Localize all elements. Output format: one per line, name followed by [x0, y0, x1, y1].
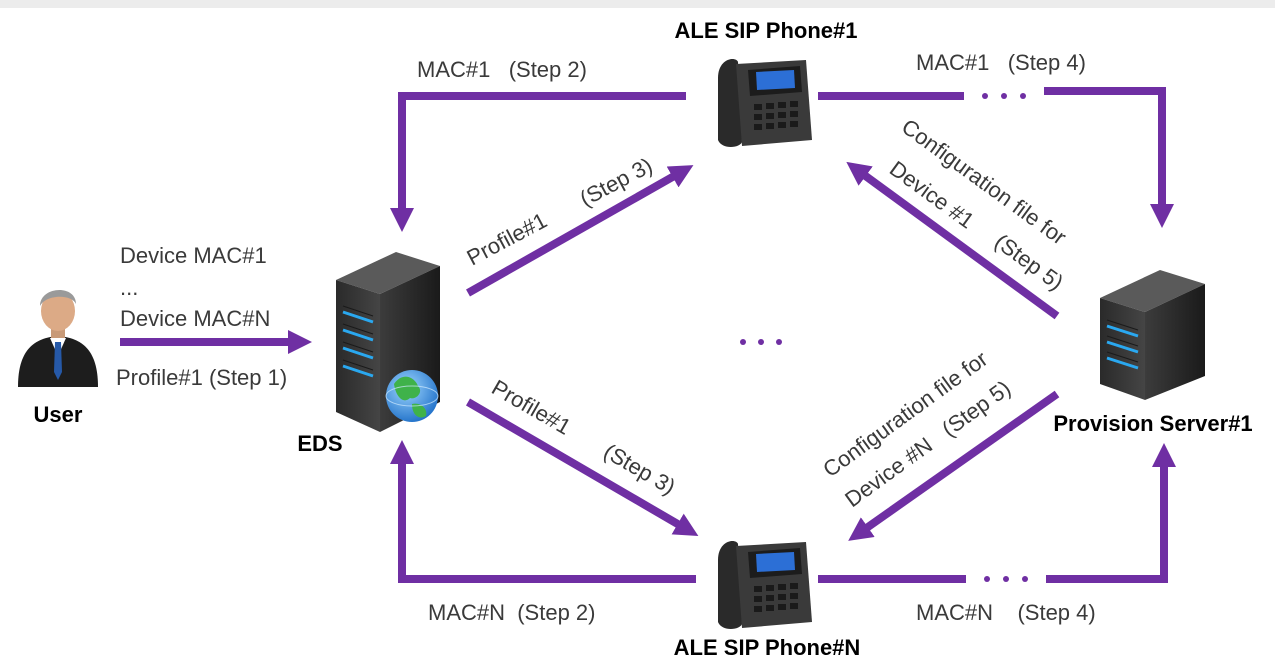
arrow-step2-phone1-to-eds	[390, 92, 686, 232]
phone1-label: ALE SIP Phone#1	[675, 18, 858, 43]
user-icon	[18, 289, 98, 387]
bottom-left-label: MAC#N (Step 2)	[428, 600, 596, 625]
user-label: User	[34, 402, 83, 427]
ellipsis-top	[982, 93, 1026, 99]
phoneN-label: ALE SIP Phone#N	[674, 635, 861, 660]
phone1-icon	[718, 59, 812, 147]
provision-server-icon	[1100, 270, 1205, 400]
arrow-step5-provision-to-phoneN	[848, 390, 1060, 541]
profile-down-label-b: (Step 3)	[600, 439, 680, 500]
arrow-step4-phoneN-to-provision	[1046, 443, 1176, 583]
profile-up-label-b: (Step 3)	[576, 153, 657, 212]
profile-up-label-a: Profile#1	[463, 208, 551, 271]
ellipsis-center	[740, 339, 782, 345]
arrow-step3-eds-to-phoneN	[465, 398, 699, 537]
profile-down-label-a: Profile#1	[488, 375, 576, 440]
user-ellipsis-label: ...	[120, 275, 138, 300]
arrow-step3-eds-to-phone1	[466, 165, 694, 297]
user-macN-label: Device MAC#N	[120, 306, 270, 331]
top-left-label: MAC#1 (Step 2)	[417, 57, 587, 82]
top-right-label: MAC#1 (Step 4)	[916, 50, 1086, 75]
user-step1-label: Profile#1 (Step 1)	[116, 365, 287, 390]
user-mac1-label: Device MAC#1	[120, 243, 267, 268]
flow-arrows	[120, 87, 1176, 583]
globe-icon	[385, 370, 439, 422]
phoneN-icon	[718, 541, 812, 629]
arrow-step5-provision-to-phone1	[846, 161, 1060, 320]
ellipsis-bottom	[984, 576, 1028, 582]
top-band	[0, 0, 1275, 8]
arrow-step4-phone1-to-provision	[1044, 87, 1174, 228]
eds-label: EDS	[297, 431, 342, 456]
provision-label: Provision Server#1	[1053, 411, 1252, 436]
bottom-right-label: MAC#N (Step 4)	[916, 600, 1096, 625]
arrow-step2-phoneN-to-eds	[390, 440, 696, 583]
